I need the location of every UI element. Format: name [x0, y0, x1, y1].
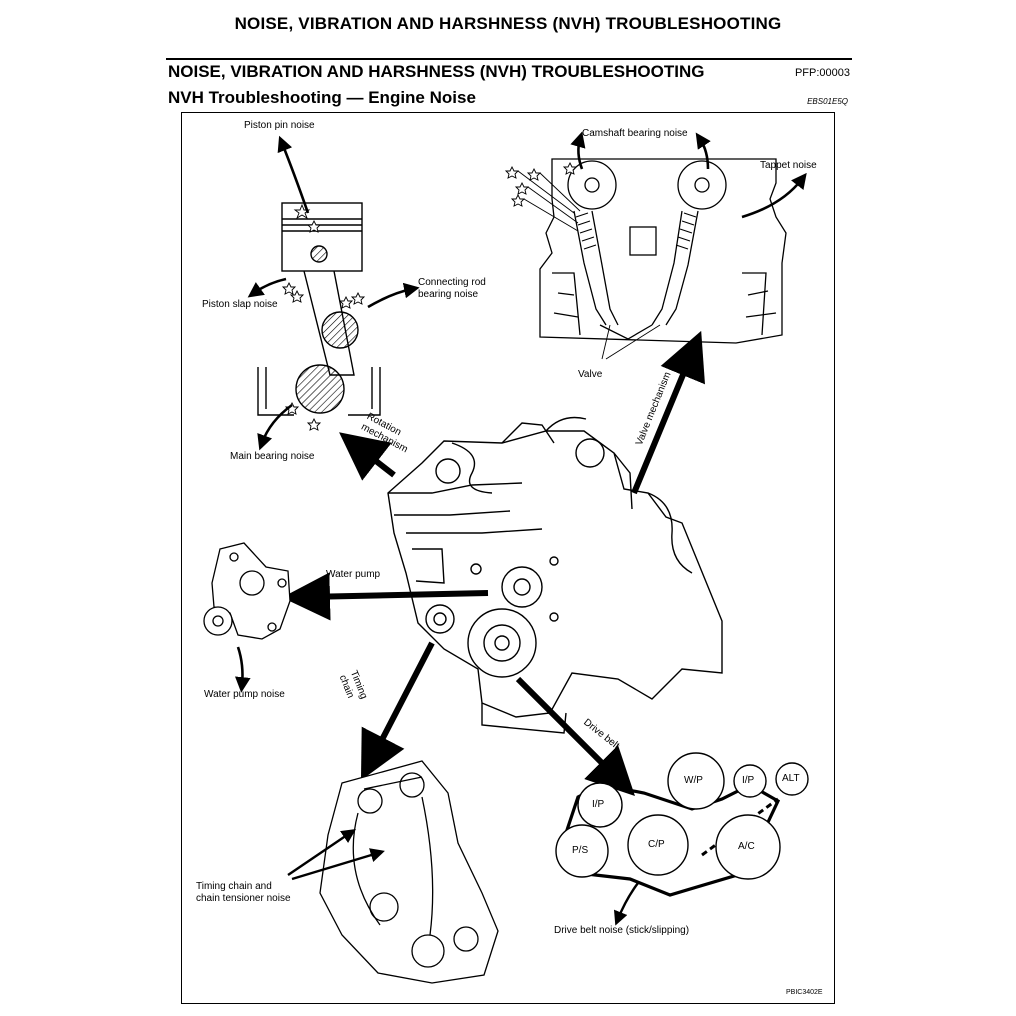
header-rule — [166, 58, 852, 60]
water-pump-label: Water pump — [326, 569, 381, 580]
piston-stars — [281, 203, 366, 431]
water-pump-part — [203, 542, 291, 640]
piston-assembly — [257, 202, 381, 416]
pulley-cp-label: C/P — [648, 839, 665, 850]
timing-chain-pointer-arrows — [287, 828, 385, 881]
tappet-noise-label: Tappet noise — [760, 160, 817, 171]
main-bearing-noise-label: Main bearing noise — [230, 451, 315, 462]
piston-pin-noise-label: Piston pin noise — [244, 120, 315, 131]
drive-belt-noise-label: Drive belt noise (stick/slipping) — [554, 925, 690, 936]
section-code: EBS01E5Q — [807, 97, 848, 106]
timing-chain-tensioner-noise-label: Timing chain and chain tensioner noise — [196, 881, 291, 904]
drive-belt-noise-arrow — [613, 882, 639, 926]
pulley-ip-left-label: I/P — [592, 799, 605, 810]
engine-front-pulleys — [425, 556, 559, 678]
subsection-title: NVH Troubleshooting — Engine Noise — [168, 88, 476, 107]
pulley-wp-label: W/P — [684, 775, 703, 786]
belt-pulleys — [555, 752, 809, 880]
engine-block — [387, 416, 723, 734]
piston-slap-noise-label: Piston slap noise — [202, 299, 278, 310]
figure-drawing — [203, 131, 809, 984]
pfp-code: PFP:00003 — [794, 67, 850, 79]
section-title: NOISE, VIBRATION AND HARSHNESS (NVH) TRO… — [168, 62, 705, 81]
running-page-header: NOISE, VIBRATION AND HARSHNESS (NVH) TRO… — [234, 14, 782, 33]
figure-code-label: PBIC3402E — [786, 989, 823, 996]
water-pump-noise-label: Water pump noise — [204, 689, 285, 700]
pulley-ps-label: P/S — [572, 845, 589, 856]
camshaft-bearing-noise-label: Camshaft bearing noise — [582, 128, 688, 139]
engine-arrows — [282, 330, 705, 796]
pulley-alt-label: ALT — [782, 773, 800, 784]
pulley-ip-top-label: I/P — [742, 775, 755, 786]
timing-chain-part — [319, 760, 499, 984]
valve-noise-arrows — [570, 131, 807, 219]
water-pump-noise-arrow — [235, 646, 251, 693]
engine-noise-figure: Piston pin noise Piston slap noise Conne… — [181, 112, 835, 1004]
piston-noise-arrows — [247, 135, 420, 451]
connecting-rod-bearing-noise-label: Connecting rod bearing noise — [418, 277, 486, 300]
valve-springs — [575, 212, 697, 250]
valve-stars — [504, 161, 578, 207]
cylinder-head — [539, 158, 787, 344]
valve-leader-lines — [517, 170, 661, 360]
valve-label: Valve — [578, 369, 603, 380]
pulley-ac-label: A/C — [738, 841, 755, 852]
